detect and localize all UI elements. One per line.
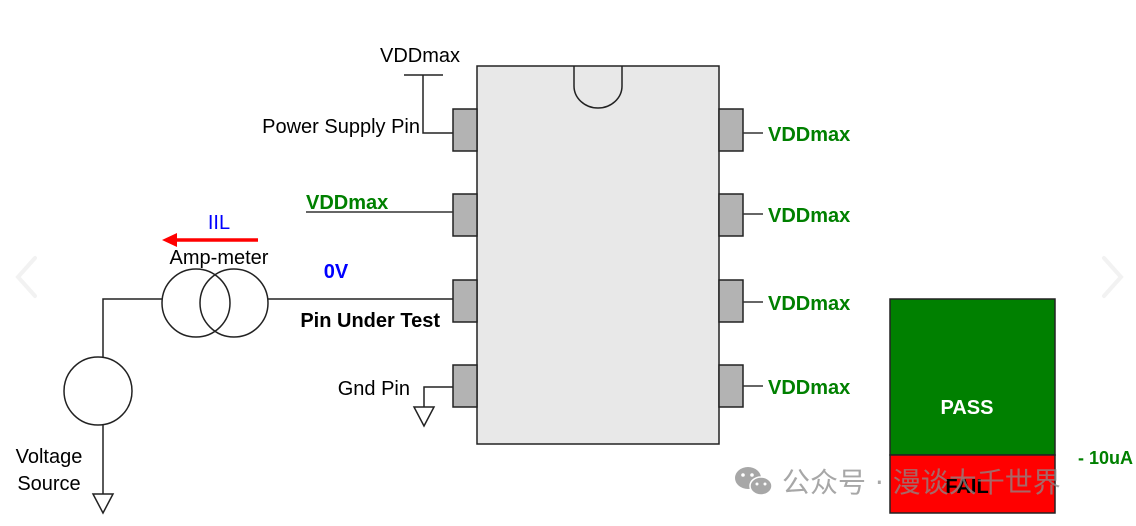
source-wire (102, 298, 162, 357)
right-pin-4-label: VDDmax (768, 377, 850, 399)
wechat-icon (735, 467, 773, 496)
prev-chevron-icon[interactable] (15, 256, 37, 298)
source-ground-icon (91, 493, 115, 515)
right-pin-2-label: VDDmax (768, 205, 850, 227)
voltage-source-circle (63, 356, 133, 426)
threshold-label: - 10uA (1078, 448, 1133, 468)
voltage-source-label-line1: Voltage (16, 446, 83, 468)
right-pin-1 (718, 108, 744, 152)
watermark-text: 公众号 · 漫谈大千世界 (782, 466, 1061, 499)
pass-label: PASS (941, 397, 994, 419)
next-chevron-icon[interactable] (1102, 256, 1124, 298)
power-supply-wire (422, 75, 453, 134)
right-pin-3 (718, 279, 744, 323)
gnd-wire (423, 386, 453, 407)
power-supply-pin-label: Power Supply Pin (262, 116, 420, 138)
pin-under-test-voltage: 0V (324, 261, 349, 283)
ammeter-circle-right (199, 268, 269, 338)
voltage-source-label-line2: Source (17, 473, 80, 495)
right-pin-2 (718, 193, 744, 237)
current-label: IIL (208, 212, 230, 234)
ammeter-label: Amp-meter (170, 247, 269, 269)
pin-under-test-label: Pin Under Test (300, 310, 440, 332)
right-pin-1-label: VDDmax (768, 124, 850, 146)
gnd-pin-label: Gnd Pin (338, 378, 410, 400)
pin2-net-label: VDDmax (306, 192, 388, 214)
ammeter-circle-left (161, 268, 231, 338)
chip-body (476, 65, 720, 445)
right-pin-3-label: VDDmax (768, 293, 850, 315)
fail-label: FAIL (945, 476, 988, 498)
pass-region (889, 298, 1056, 456)
chip-notch (573, 66, 623, 109)
current-arrow-icon (162, 233, 177, 247)
left-pin-2 (452, 193, 478, 237)
left-pin-3 (452, 279, 478, 323)
gnd-pin-ground-icon (412, 406, 436, 428)
power-supply-net-label: VDDmax (380, 45, 460, 67)
fail-region (889, 454, 1056, 514)
left-pin-4 (452, 364, 478, 408)
left-pin-1 (452, 108, 478, 152)
right-pin-4 (718, 364, 744, 408)
